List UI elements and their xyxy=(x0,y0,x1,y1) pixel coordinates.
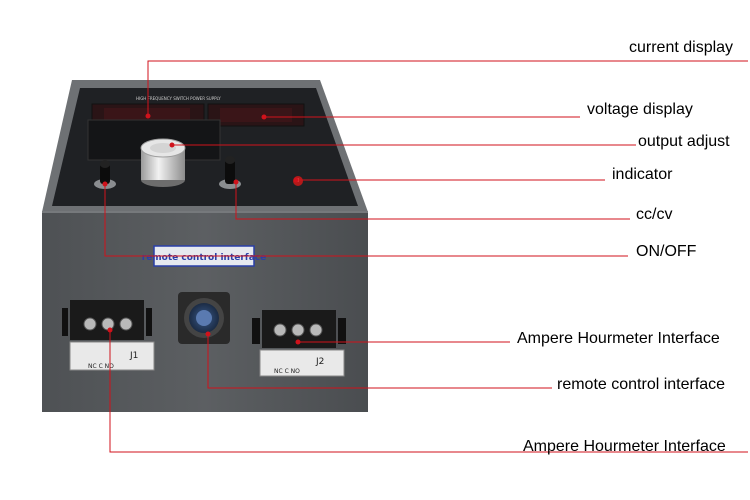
leader-ampere-bottom xyxy=(109,330,748,453)
label-indicator: indicator xyxy=(612,166,673,183)
voltage-display-digits xyxy=(220,108,292,122)
terminal-j2-pins: NC C NO xyxy=(274,368,300,375)
label-remote-control-interface: remote control interface xyxy=(557,376,726,393)
leader-on-off xyxy=(104,184,628,257)
label-cc-cv: cc/cv xyxy=(636,206,673,223)
power-supply-unit: HIGH FREQUENCY SWITCH POWER SUPPLY xyxy=(42,80,368,412)
label-on-off: ON/OFF xyxy=(636,243,697,260)
label-ampere-hourmeter-bottom: Ampere Hourmeter Interface xyxy=(523,438,726,455)
remote-connector xyxy=(178,292,230,344)
leader-lines xyxy=(102,60,748,453)
terminal-block-j1: J1 NC C NO xyxy=(62,300,155,371)
panel-title-text: HIGH FREQUENCY SWITCH POWER SUPPLY xyxy=(136,96,221,101)
terminal-block-j2: J2 NC C NO xyxy=(252,310,346,377)
leader-remote xyxy=(207,334,552,389)
label-output-adjust: output adjust xyxy=(638,133,730,150)
leader-cc-cv xyxy=(235,182,630,220)
label-ampere-hourmeter-right: Ampere Hourmeter Interface xyxy=(517,330,720,347)
leader-current-display xyxy=(147,60,748,116)
label-voltage-display: voltage display xyxy=(587,101,693,118)
output-adjust-knob[interactable] xyxy=(140,138,186,187)
terminal-j1-pins: NC C NO xyxy=(88,363,114,370)
terminal-j2-name: J2 xyxy=(315,357,324,367)
front-label-text: remote control interface xyxy=(142,253,266,263)
label-current-display: current display xyxy=(629,39,734,56)
terminal-j1-name: J1 xyxy=(129,351,138,361)
